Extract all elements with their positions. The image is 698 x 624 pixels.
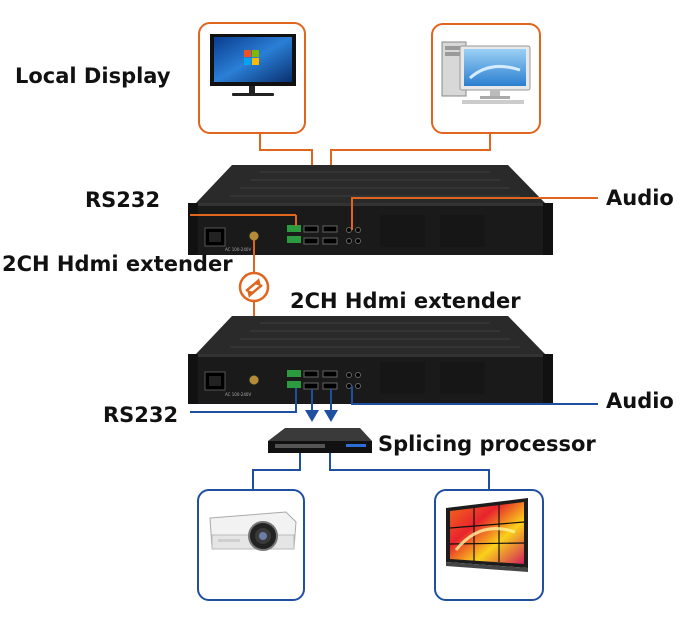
rs232-bottom-label: RS232	[103, 403, 179, 427]
video-wall-icon	[446, 498, 528, 572]
monitor-icon	[210, 34, 296, 96]
top-extender-chassis: AC 100-240V	[188, 165, 553, 255]
desktop-pc-icon	[441, 41, 531, 104]
splicing-processor-icon	[268, 428, 372, 453]
audio-top-label: Audio	[606, 186, 674, 210]
network-link-icon	[238, 271, 270, 303]
extender-center-label: 2CH Hdmi extender	[290, 289, 521, 313]
local-display-label: Local Display	[15, 64, 171, 88]
bottom-extender-chassis: AC 100-240V	[188, 316, 553, 404]
bottom-power-label: AC 100-240V	[225, 392, 251, 397]
extender-left-label: 2CH Hdmi extender	[2, 252, 233, 276]
projector-icon	[209, 511, 297, 551]
rs232-top-label: RS232	[85, 188, 161, 212]
top-power-label: AC 100-240V	[225, 247, 251, 252]
audio-bottom-label: Audio	[606, 389, 674, 413]
splicing-processor-label: Splicing processor	[378, 432, 596, 456]
